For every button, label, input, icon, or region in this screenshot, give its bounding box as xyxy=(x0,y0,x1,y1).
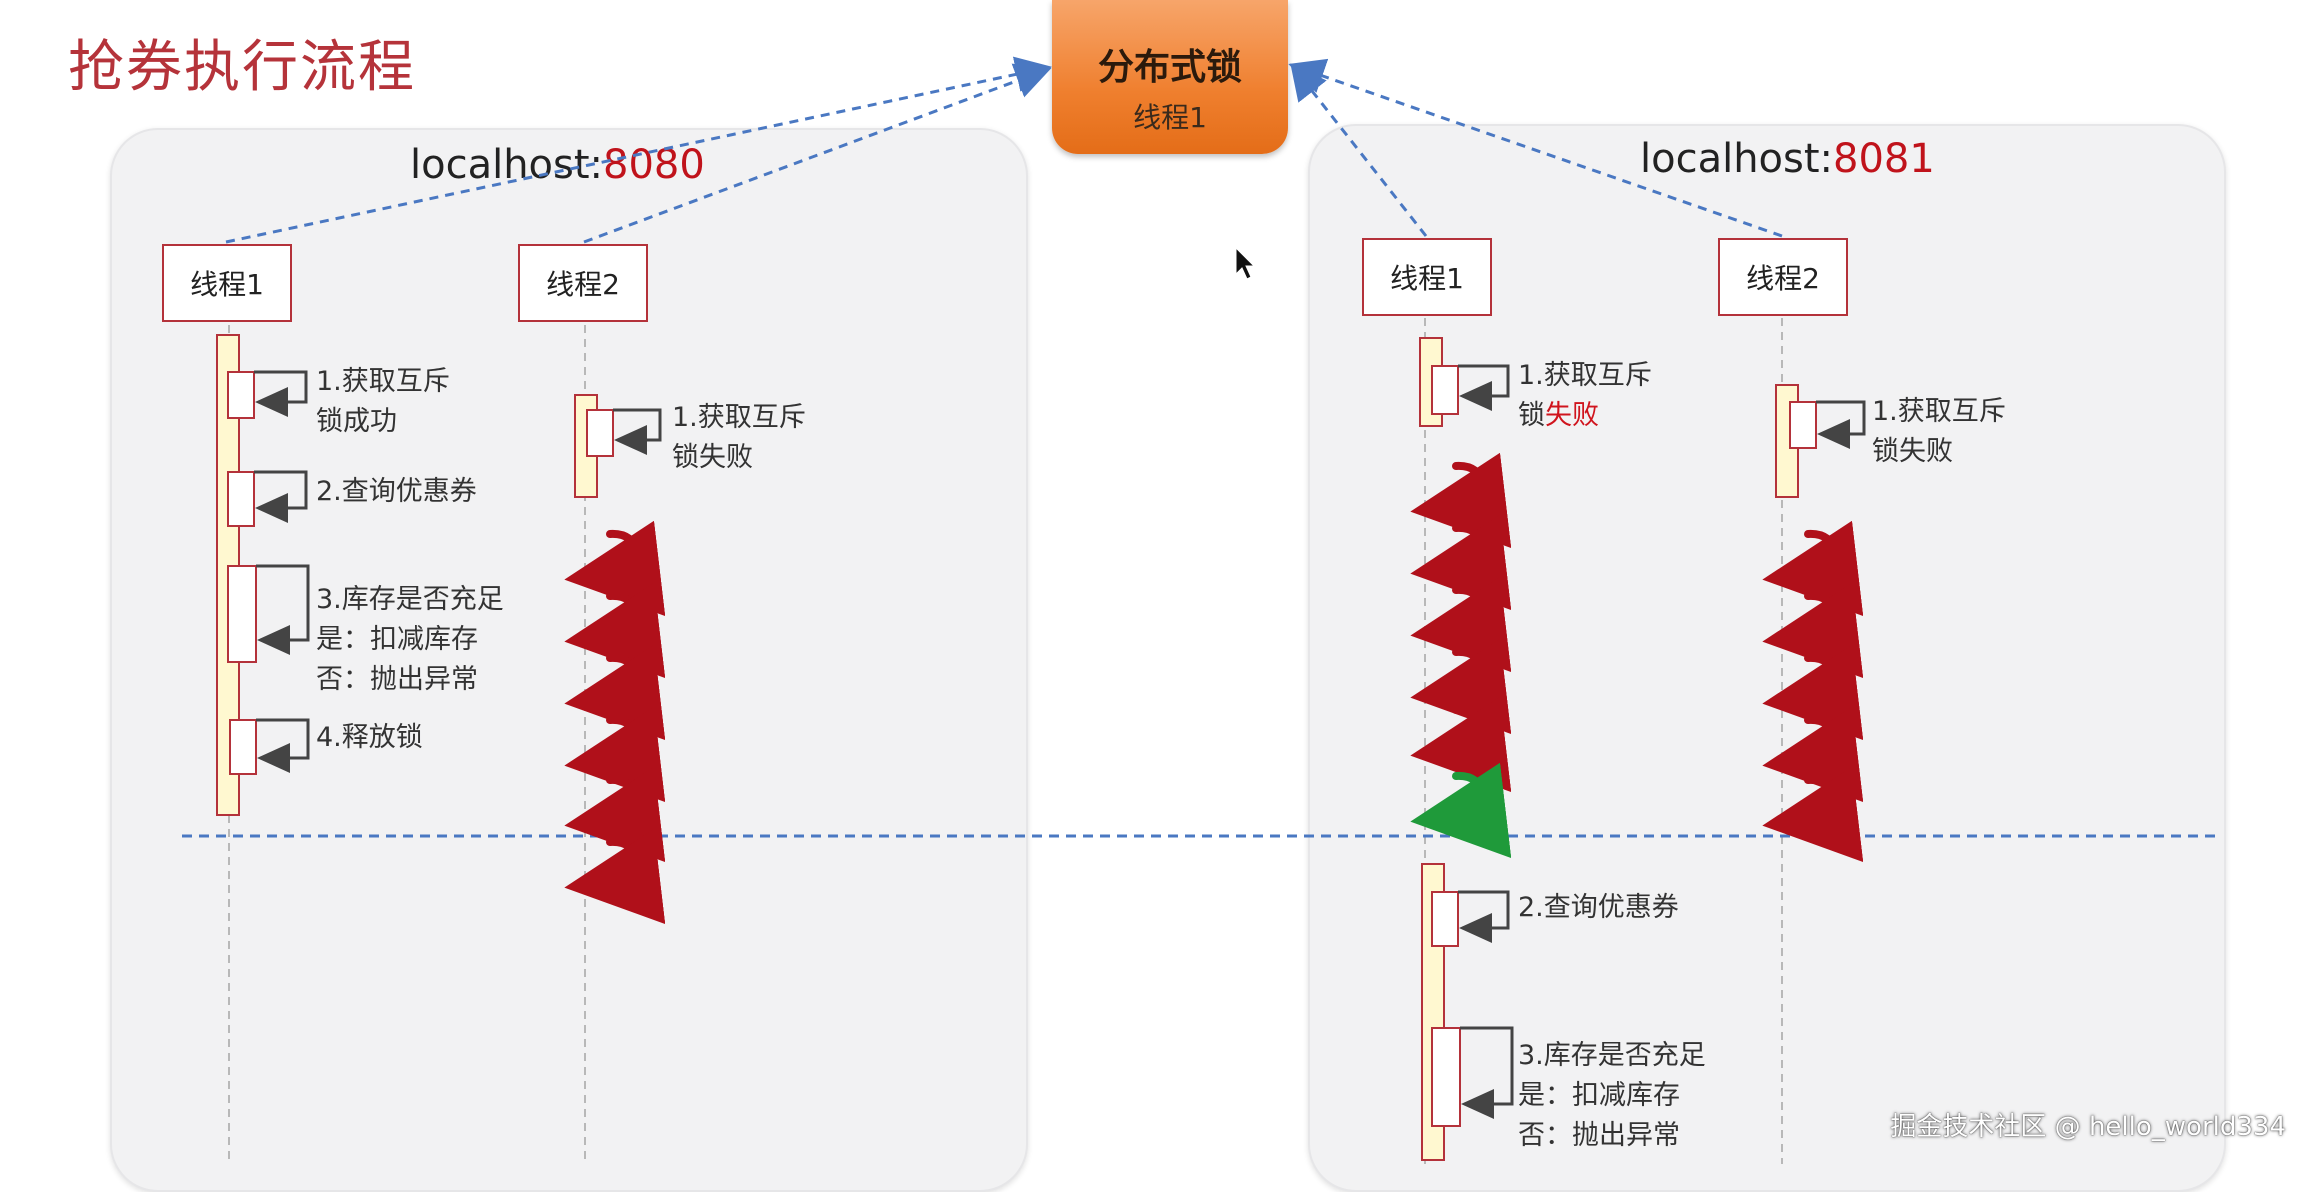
watermark: 掘金技术社区 @ hello_world334 xyxy=(1890,1112,2286,1142)
self-call-box xyxy=(227,471,255,527)
distributed-lock-box: 分布式锁 线程1 xyxy=(1052,0,1288,154)
host-text: localhost: xyxy=(1640,136,1834,182)
step-text: 锁 xyxy=(1518,400,1545,431)
retry-arrow-icon xyxy=(1762,582,1864,679)
step-acquire-lock-fail: 1.获取互斥 锁失败 xyxy=(672,398,806,478)
retry-arrow-icon xyxy=(1762,520,1864,617)
success-arrow-icon xyxy=(1410,762,1512,859)
step-line: 1.获取互斥 xyxy=(672,402,806,433)
step-check-stock: 3.库存是否充足 是：扣减库存 否：抛出异常 xyxy=(1518,1036,1706,1156)
thread-box-left-t1: 线程1 xyxy=(162,244,292,322)
step-line: 是：扣减库存 xyxy=(1518,1080,1680,1111)
step-line: 否：抛出异常 xyxy=(1518,1120,1680,1151)
self-call-box xyxy=(1789,401,1817,449)
self-call-arrow xyxy=(1460,1026,1514,1119)
self-call-box xyxy=(1431,365,1459,415)
port-number: 8081 xyxy=(1833,136,1935,182)
step-acquire-lock-fail: 1.获取互斥 锁失败 xyxy=(1872,392,2006,472)
host-text: localhost: xyxy=(410,142,604,188)
page-title: 抢券执行流程 xyxy=(68,35,416,100)
step-acquire-lock-success: 1.获取互斥 锁成功 xyxy=(316,362,450,442)
self-call-box xyxy=(227,565,257,663)
step-acquire-lock-fail: 1.获取互斥 锁失败 xyxy=(1518,356,1652,436)
step-line: 否：抛出异常 xyxy=(316,664,478,695)
arrow-left-t1-to-lock xyxy=(225,56,1052,244)
self-call-box xyxy=(1431,891,1459,947)
arrow-right-t1-to-lock xyxy=(1290,63,1428,237)
retry-loop-right-t2 xyxy=(1762,520,1864,863)
self-call-arrow xyxy=(1816,400,1866,449)
retry-arrow-icon xyxy=(1410,576,1512,673)
retry-arrow-icon xyxy=(564,644,666,741)
thread-box-left-t2: 线程2 xyxy=(518,244,648,322)
step-line: 是：扣减库存 xyxy=(316,624,478,655)
retry-arrow-icon xyxy=(1410,452,1512,549)
retry-arrow-icon xyxy=(1762,644,1864,741)
retry-arrow-icon xyxy=(1762,706,1864,803)
self-call-box xyxy=(1431,1027,1461,1127)
self-call-arrow xyxy=(256,718,310,773)
retry-arrow-icon xyxy=(564,828,666,925)
self-call-arrow xyxy=(1458,364,1510,411)
self-call-arrow xyxy=(1458,890,1510,943)
step-line: 锁失败 xyxy=(1518,396,1652,436)
step-release-lock: 4.释放锁 xyxy=(316,722,423,753)
host-label-8081: localhost:8081 xyxy=(1640,136,1935,182)
step-query-coupon: 2.查询优惠券 xyxy=(316,476,477,507)
self-call-arrow xyxy=(254,370,308,417)
step-line: 3.库存是否充足 xyxy=(316,584,504,615)
retry-arrow-icon xyxy=(564,582,666,679)
self-call-arrow xyxy=(254,470,308,523)
host-label-8080: localhost:8080 xyxy=(410,142,705,188)
retry-arrow-icon xyxy=(1410,638,1512,735)
arrow-right-t2-to-lock xyxy=(1288,58,1783,238)
step-check-stock: 3.库存是否充足 是：扣减库存 否：抛出异常 xyxy=(316,580,504,700)
lock-title: 分布式锁 xyxy=(1097,47,1242,88)
self-call-box xyxy=(229,719,257,775)
step-line: 锁失败 xyxy=(1872,436,1953,467)
retry-loop-right-t1 xyxy=(1410,452,1512,859)
retry-arrow-icon xyxy=(564,520,666,617)
step-line: 锁成功 xyxy=(316,406,397,437)
retry-arrow-icon xyxy=(1410,696,1512,793)
self-calls xyxy=(227,365,1817,1127)
self-call-arrow xyxy=(256,564,310,655)
fail-highlight: 失败 xyxy=(1545,400,1599,431)
self-call-arrow xyxy=(613,408,662,455)
mouse-cursor-icon xyxy=(1235,246,1256,280)
step-line: 1.获取互斥 xyxy=(1518,360,1652,391)
step-line: 1.获取互斥 xyxy=(316,366,450,397)
retry-arrow-icon xyxy=(1762,766,1864,863)
self-call-box xyxy=(227,371,255,419)
step-line: 3.库存是否充足 xyxy=(1518,1040,1706,1071)
retry-loop-left-t2 xyxy=(564,520,666,925)
thread-box-right-t1: 线程1 xyxy=(1362,238,1492,316)
retry-arrow-icon xyxy=(564,706,666,803)
self-call-box xyxy=(586,409,614,457)
thread-box-right-t2: 线程2 xyxy=(1718,238,1848,316)
step-line: 锁失败 xyxy=(672,442,753,473)
self-call-arrows xyxy=(254,364,1866,1119)
retry-arrow-icon xyxy=(1410,514,1512,611)
lock-request-arrows xyxy=(225,56,1783,244)
arrow-left-t2-to-lock xyxy=(583,63,1052,244)
step-query-coupon: 2.查询优惠券 xyxy=(1518,892,1679,923)
lock-holder: 线程1 xyxy=(1133,101,1207,134)
retry-arrow-icon xyxy=(564,766,666,863)
step-line: 1.获取互斥 xyxy=(1872,396,2006,427)
sequence-diagram-canvas xyxy=(182,56,2220,1164)
